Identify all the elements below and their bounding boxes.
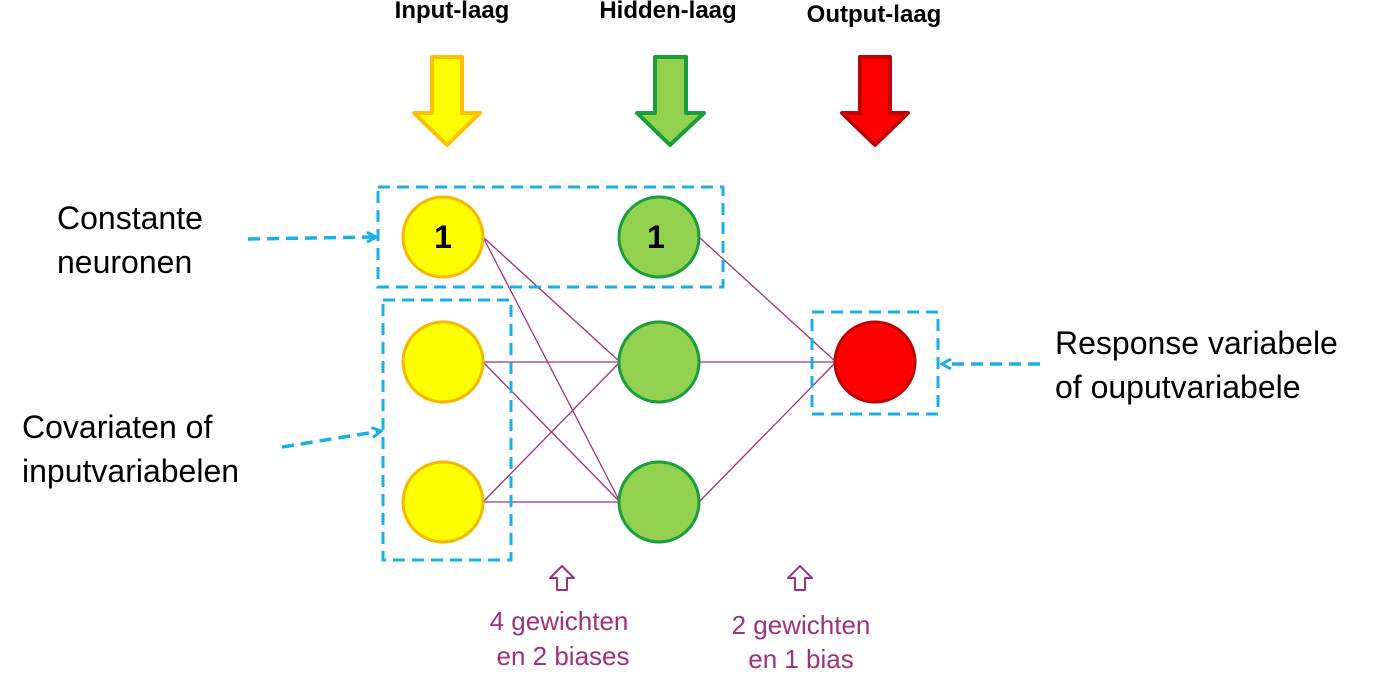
input-neuron-1 bbox=[401, 320, 485, 404]
response-label-line-2: of ouputvariabele bbox=[1055, 369, 1301, 405]
response-label-line-1: Response variabele bbox=[1055, 325, 1338, 361]
connection-line bbox=[482, 236, 621, 503]
hidden-constant-value: 1 bbox=[647, 219, 665, 255]
constant-label-line-2: neuronen bbox=[57, 244, 192, 280]
second-note-up-arrow-icon bbox=[787, 565, 813, 591]
connection-line bbox=[698, 361, 837, 503]
connections bbox=[482, 236, 837, 503]
hidden-layer-title: Hidden-laag bbox=[599, 0, 736, 24]
second-note-line-1: 2 gewichten bbox=[732, 610, 871, 640]
covariates-pointer-arrow-icon bbox=[281, 431, 381, 449]
covariates-label-line-1: Covariaten of bbox=[22, 409, 212, 445]
input-layer-title: Input-laag bbox=[395, 0, 510, 24]
hidden-layer-arrow-icon bbox=[635, 55, 706, 147]
first-note-line-2: en 2 biases bbox=[497, 641, 630, 671]
output-layer-arrow-icon bbox=[840, 55, 910, 147]
hidden-neuron-1 bbox=[617, 320, 701, 404]
connection-line bbox=[698, 236, 837, 363]
hidden-constant-neuron bbox=[617, 195, 701, 279]
output-layer-title: Output-laag bbox=[807, 1, 942, 28]
constant-pointer-arrow-icon bbox=[247, 237, 376, 239]
input-constant-value: 1 bbox=[434, 219, 452, 255]
hidden-neuron-2 bbox=[617, 460, 701, 544]
output-neuron bbox=[833, 320, 917, 404]
connection-line bbox=[482, 236, 621, 363]
input-layer-arrow-icon bbox=[412, 55, 482, 147]
connection-line bbox=[482, 361, 621, 503]
first-note-up-arrow-icon bbox=[549, 565, 575, 591]
input-constant-neuron bbox=[401, 195, 485, 279]
covariates-label-line-2: inputvariabelen bbox=[22, 453, 239, 489]
input-neuron-2 bbox=[401, 460, 485, 544]
second-note-line-2: en 1 bias bbox=[748, 644, 854, 674]
constant-label-line-1: Constante bbox=[57, 200, 203, 236]
response-box bbox=[810, 310, 940, 416]
first-note-line-1: 4 gewichten bbox=[490, 606, 629, 636]
